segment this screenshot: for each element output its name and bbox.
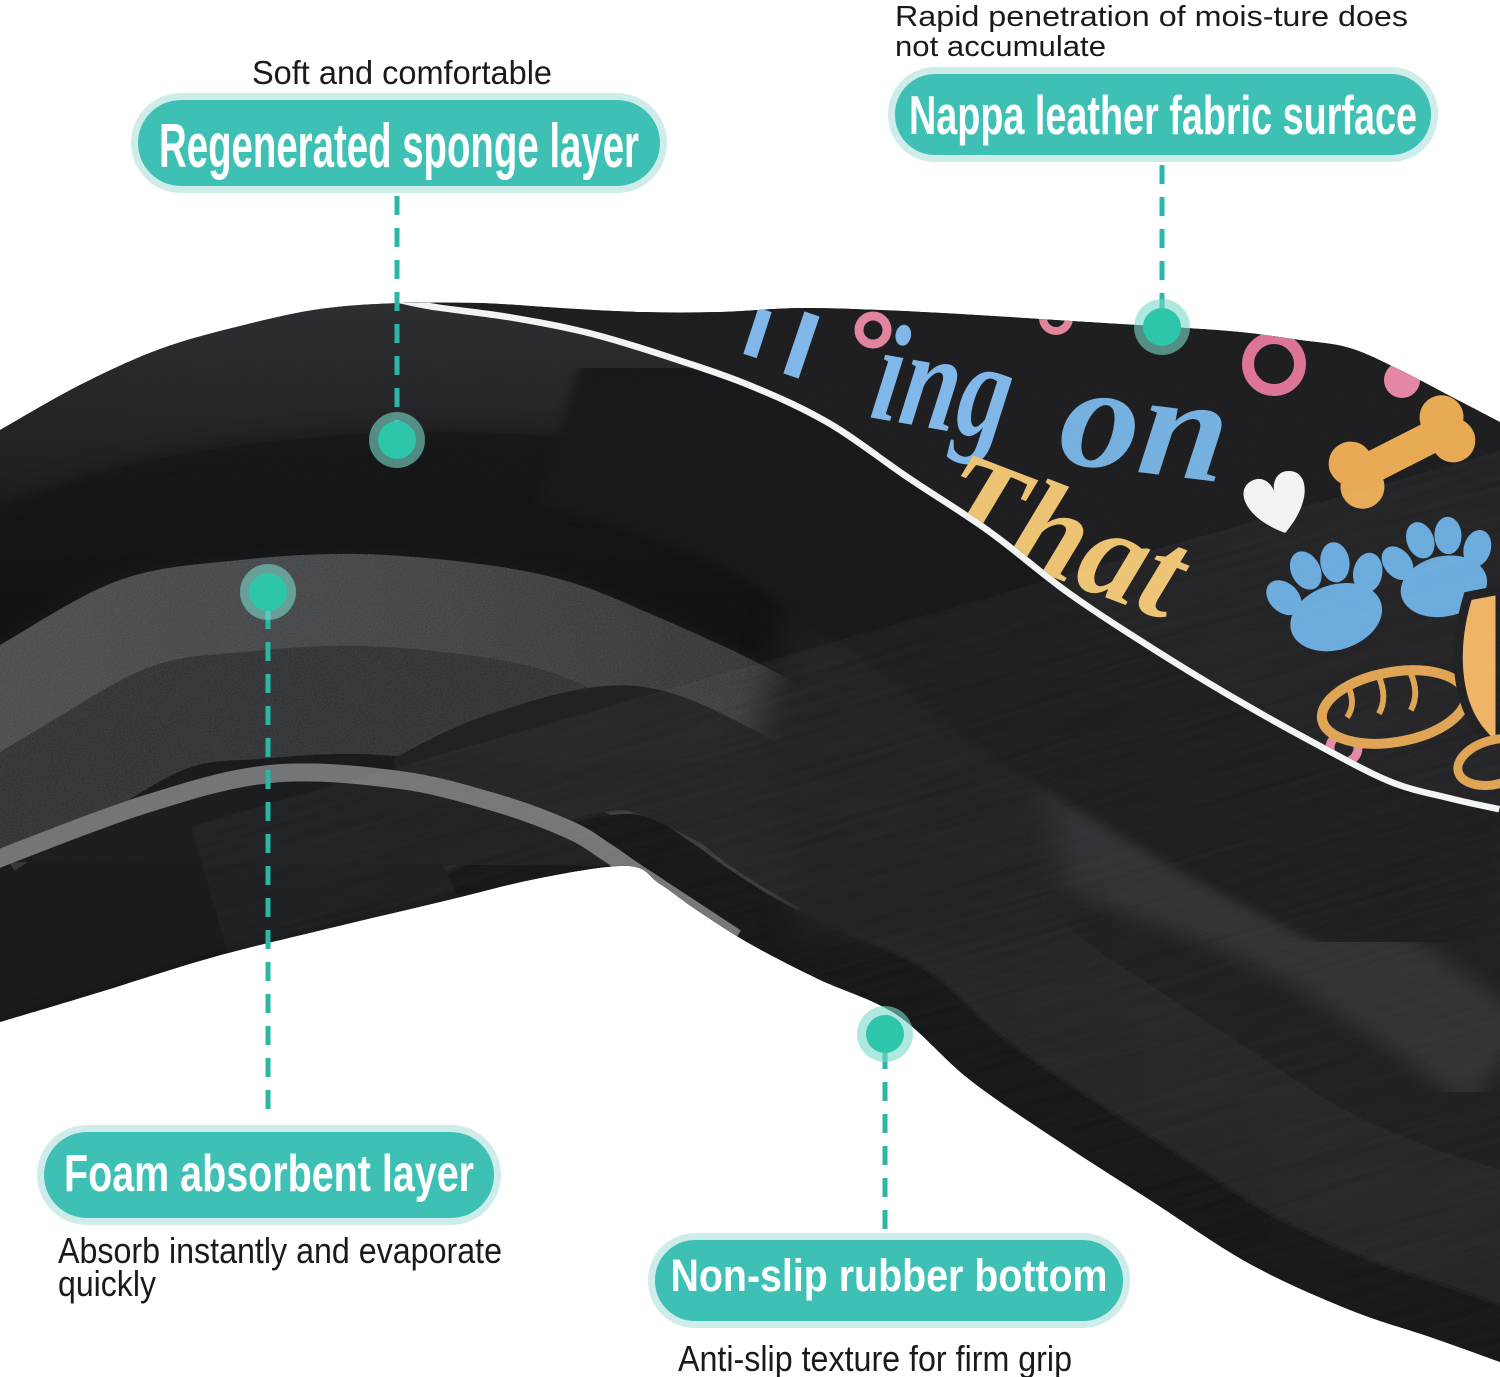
svg-text:Rapid penetration of mois-ture: Rapid penetration of mois-ture does [895, 1, 1408, 33]
svg-text:Foam absorbent layer: Foam absorbent layer [64, 1145, 474, 1203]
svg-text:Non-slip rubber bottom: Non-slip rubber bottom [671, 1250, 1108, 1301]
svg-text:quickly: quickly [58, 1263, 156, 1304]
svg-text:Soft and comfortable: Soft and comfortable [252, 54, 552, 91]
svg-text:not accumulate: not accumulate [895, 31, 1106, 63]
svg-text:Anti-slip texture for firm gri: Anti-slip texture for firm grip [678, 1338, 1072, 1377]
svg-text:Absorb instantly and evaporate: Absorb instantly and evaporate [58, 1230, 502, 1271]
svg-text:Regenerated sponge layer: Regenerated sponge layer [159, 112, 639, 181]
svg-text:Nappa leather fabric surface: Nappa leather fabric surface [909, 84, 1417, 146]
